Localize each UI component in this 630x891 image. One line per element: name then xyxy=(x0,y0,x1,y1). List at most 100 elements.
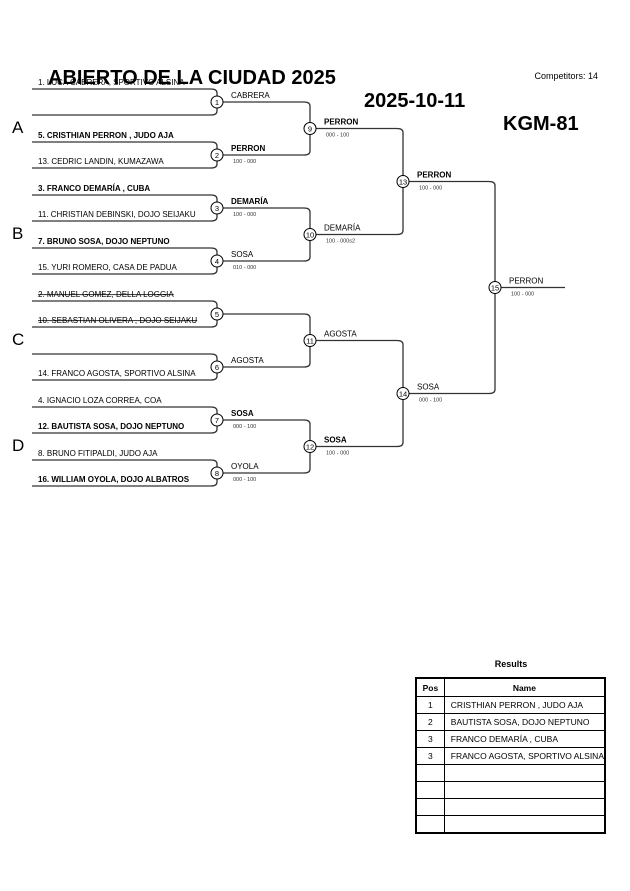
results-name xyxy=(443,798,606,816)
results-name: CRISTHIAN PERRON , JUDO AJA xyxy=(443,696,606,714)
results-header-name: Name xyxy=(443,677,606,697)
results-header-pos: Pos xyxy=(415,677,445,697)
pool-label-a: A xyxy=(12,118,24,137)
match-number-circle xyxy=(210,307,224,321)
results-name: FRANCO DEMARÍA , CUBA xyxy=(443,730,606,748)
match-number-circle xyxy=(396,387,410,400)
bracket-connector xyxy=(303,419,311,474)
pool-label-c: C xyxy=(12,330,25,349)
competitor-entry: 10. SEBASTIAN OLIVERA , DOJO SEIJAKU xyxy=(38,316,197,325)
competitor-entry: 7. BRUNO SOSA, DOJO NEPTUNO xyxy=(38,237,170,246)
results-pos: 3 xyxy=(415,730,445,748)
bracket-connector xyxy=(488,180,496,395)
match-number: 5 xyxy=(215,310,219,319)
match-number: 1 xyxy=(215,98,219,107)
competitor-entry: 12. BAUTISTA SOSA, DOJO NEPTUNO xyxy=(38,422,184,431)
match-winner: SOSA xyxy=(324,436,347,445)
match-score: 100 - 000 xyxy=(326,451,349,457)
bracket-connector xyxy=(396,127,404,236)
competitor-entry: 2. MANUEL GOMEZ, DELLA LOGGIA xyxy=(38,290,174,299)
match-number: 8 xyxy=(215,469,219,478)
match-number-circle xyxy=(210,254,224,268)
results-pos: 2 xyxy=(415,713,445,731)
pool-label-b: B xyxy=(12,224,24,243)
results-pos xyxy=(415,764,445,782)
match-winner: SOSA xyxy=(231,409,254,418)
match-score: 000 - 100 xyxy=(326,133,349,139)
match-number-circle xyxy=(210,201,224,215)
results-name: FRANCO AGOSTA, SPORTIVO ALSINA xyxy=(443,747,606,765)
match-number: 13 xyxy=(399,178,407,187)
match-score: 000 - 100 xyxy=(233,477,256,483)
match-score: 010 - 000 xyxy=(233,265,256,271)
bracket-connector xyxy=(396,339,404,448)
results-name xyxy=(443,781,606,799)
results-pos xyxy=(415,781,445,799)
match-number-circle xyxy=(488,281,502,294)
competitor-entry: 3. FRANCO DEMARÍA , CUBA xyxy=(38,184,150,193)
results-title: Results xyxy=(494,659,528,669)
match-winner: CABRERA xyxy=(231,91,270,100)
bracket-connector xyxy=(210,353,218,381)
match-winner: DEMARÍA xyxy=(324,224,361,233)
match-score: 100 - 000 xyxy=(233,212,256,218)
results-row xyxy=(415,815,606,834)
results-name: BAUTISTA SOSA, DOJO NEPTUNO xyxy=(443,713,606,731)
bracket-connector xyxy=(210,459,218,487)
match-winner: SOSA xyxy=(231,250,254,259)
bracket-connector xyxy=(210,300,218,328)
match-number-circle xyxy=(210,95,224,109)
results-pos: 1 xyxy=(415,696,445,714)
match-score: 100 - 000 xyxy=(419,186,442,192)
match-number: 11 xyxy=(306,337,314,346)
tournament-name: ABIERTO DE LA CIUDAD 2025 xyxy=(48,67,336,89)
match-winner: PERRON xyxy=(417,171,451,180)
match-number: 7 xyxy=(215,416,219,425)
bracket-connector xyxy=(210,194,218,222)
match-number-circle xyxy=(210,413,224,427)
match-winner: PERRON xyxy=(509,277,543,286)
match-score: 100 - 000s2 xyxy=(326,239,355,245)
competitors-count: Competitors: 14 xyxy=(534,71,598,81)
competitor-entry: 4. IGNACIO LOZA CORREA, COA xyxy=(38,396,162,405)
bracket-connector xyxy=(303,313,311,368)
match-score: 100 - 000 xyxy=(511,292,534,298)
competitor-entry: 13. CEDRIC LANDIN, KUMAZAWA xyxy=(38,157,164,166)
match-number: 4 xyxy=(215,257,219,266)
match-number: 2 xyxy=(215,151,219,160)
results-pos: 3 xyxy=(415,747,445,765)
match-number-circle xyxy=(303,334,317,347)
competitor-entry: 16. WILLIAM OYOLA, DOJO ALBATROS xyxy=(38,475,190,484)
results-row xyxy=(415,781,606,799)
bracket-connector xyxy=(210,88,218,116)
match-number-circle xyxy=(210,466,224,480)
results-header-row: Pos Name xyxy=(415,677,606,697)
bracket-connector xyxy=(210,247,218,275)
page-title: ABIERTO DE LA CIUDAD 2025 2025-10-11 KGM… xyxy=(0,44,630,136)
match-winner: PERRON xyxy=(231,144,265,153)
competitor-entry: 11. CHRISTIAN DEBINSKI, DOJO SEIJAKU xyxy=(38,210,196,219)
match-score: 000 - 100 xyxy=(233,424,256,430)
bracket-connector xyxy=(210,141,218,169)
match-number: 15 xyxy=(491,284,499,293)
match-score: 100 - 000 xyxy=(233,159,256,165)
match-number: 12 xyxy=(306,443,314,452)
results-name xyxy=(443,815,606,834)
match-number-circle xyxy=(210,360,224,374)
match-number-circle xyxy=(210,148,224,162)
match-number-circle xyxy=(303,228,317,241)
bracket-connector xyxy=(303,101,311,156)
match-winner: DEMARÍA xyxy=(231,197,269,206)
results-pos xyxy=(415,815,445,834)
match-number: 3 xyxy=(215,204,219,213)
match-number: 9 xyxy=(308,125,312,134)
match-number-circle xyxy=(303,122,317,135)
results-pos xyxy=(415,798,445,816)
match-number-circle xyxy=(303,440,317,453)
match-winner: SOSA xyxy=(417,383,440,392)
